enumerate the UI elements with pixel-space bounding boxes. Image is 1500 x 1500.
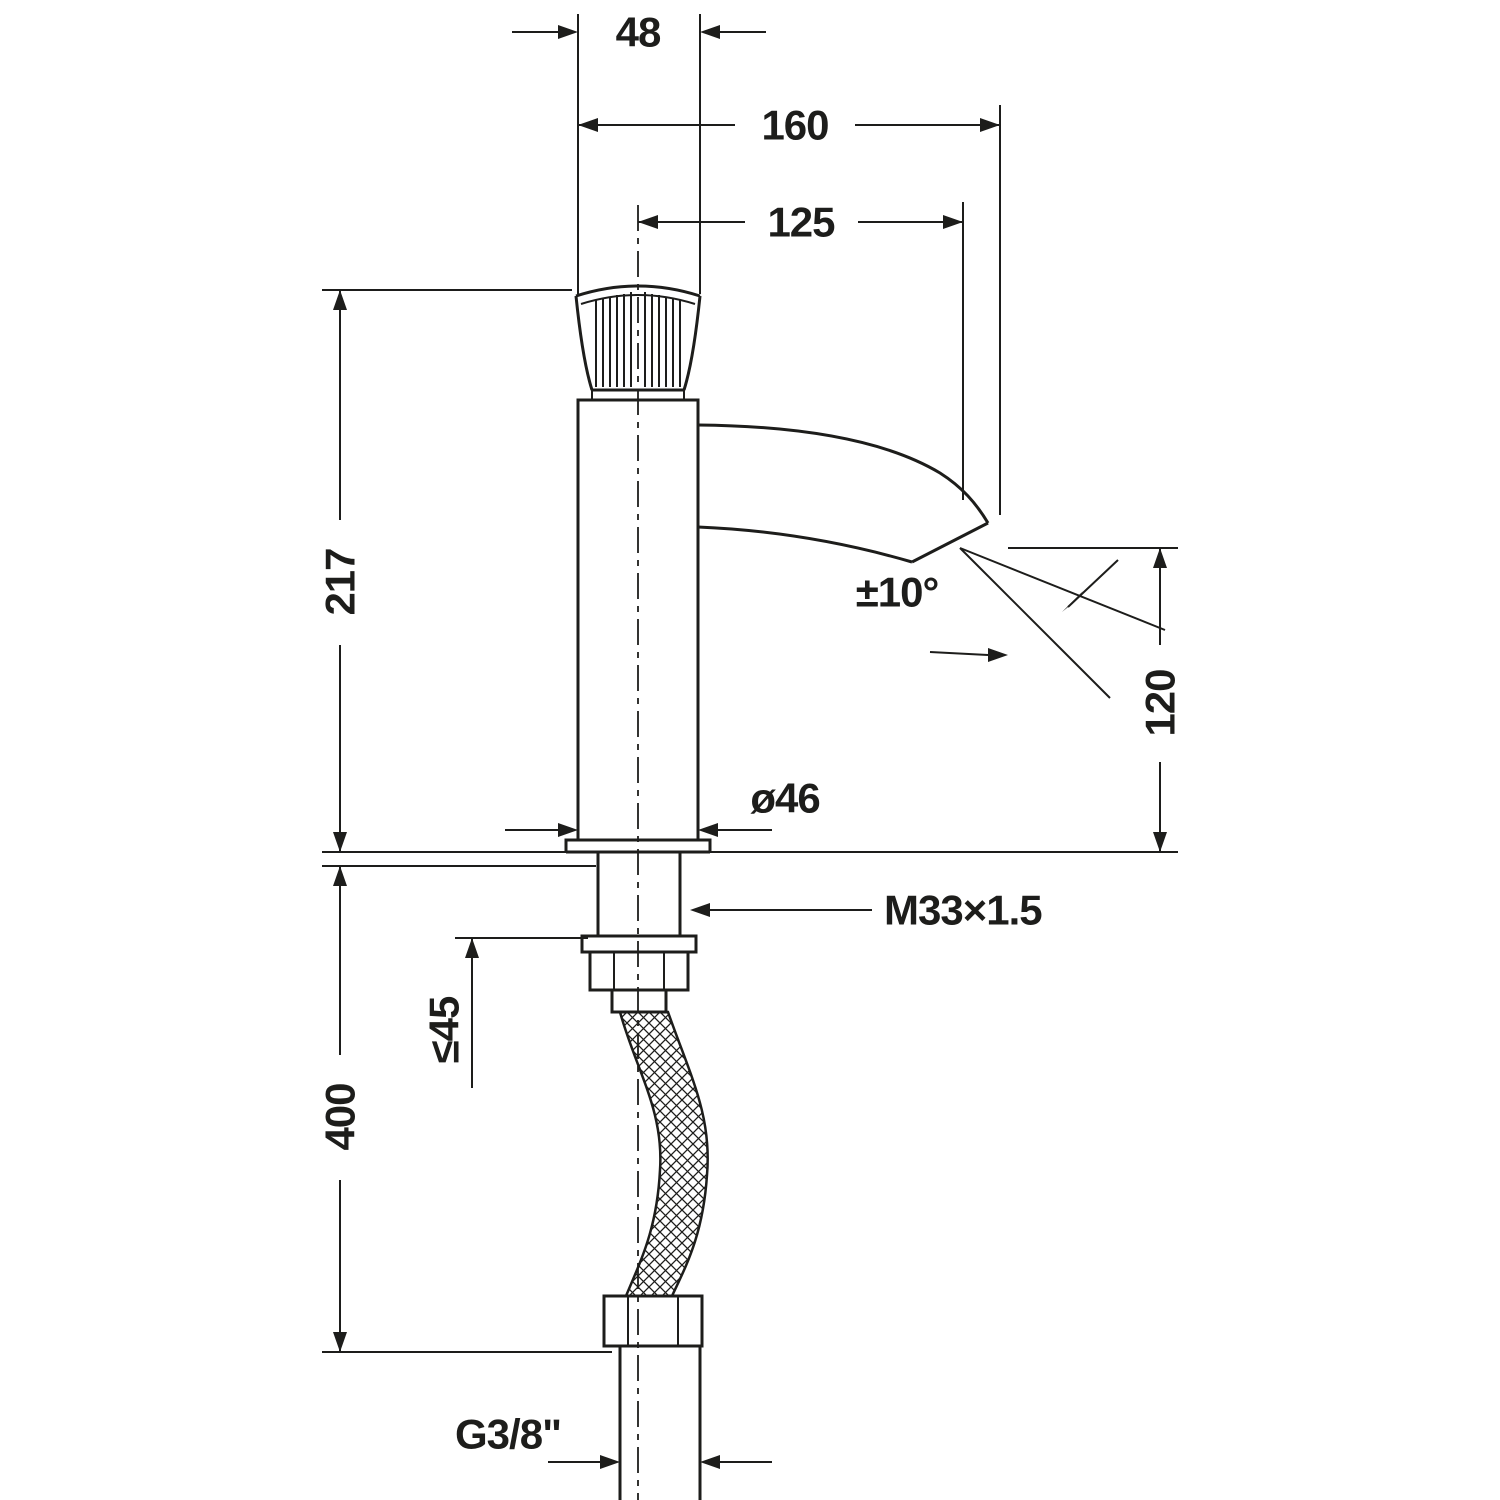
body-diameter-label: ø46: [750, 775, 819, 822]
reach-overall-label: 160: [761, 102, 828, 149]
supply-hose: [618, 1010, 709, 1298]
spout-bottom-edge: [697, 525, 913, 564]
faucet-handle: [574, 284, 702, 400]
supply-pipe: [618, 1346, 702, 1500]
mounting-washer: [580, 934, 698, 954]
mounting-nut: [588, 950, 690, 992]
height-body-label: 217: [317, 548, 364, 615]
dim-top-width: 48: [512, 9, 766, 294]
reach-spout-label: 125: [767, 199, 835, 246]
dim-hose-length: 400: [317, 865, 612, 1353]
hose-length-label: 400: [317, 1083, 364, 1150]
supply-thread-label: G3/8": [455, 1411, 561, 1458]
handle-right-side: [682, 295, 702, 391]
dim-mounting-depth: ≤45: [421, 937, 588, 1088]
faucet-spout: [697, 423, 990, 564]
spout-outlet-face: [911, 521, 989, 564]
dim-height-spout: 120: [710, 547, 1184, 853]
mounting-thread-label: M33×1.5: [884, 887, 1042, 934]
handle-top-arc: [575, 284, 701, 298]
dim-reach-spout: 125: [638, 199, 964, 500]
dim-supply-thread: G3/8": [455, 1411, 772, 1469]
dim-swivel-angle: ±10°: [856, 547, 1166, 699]
hose-braid: [618, 1010, 709, 1298]
dim-height-body: 217: [317, 289, 572, 853]
handle-left-side: [574, 295, 594, 391]
top-width-label: 48: [616, 9, 661, 56]
hose-adapter: [610, 988, 668, 1014]
swivel-angle-label: ±10°: [856, 569, 939, 616]
spout-top-edge: [697, 423, 990, 524]
mounting-shank: [596, 850, 682, 938]
hose-nut: [602, 1294, 704, 1348]
handle-fluting: [595, 292, 681, 387]
dim-mounting-thread: M33×1.5: [690, 887, 1043, 934]
dim-reach-overall: 160: [578, 102, 1001, 515]
dim-body-diameter: ø46: [505, 775, 821, 837]
height-spout-label: 120: [1137, 669, 1184, 736]
mounting-depth-label: ≤45: [421, 996, 468, 1063]
handle-inner-arc: [580, 294, 696, 305]
